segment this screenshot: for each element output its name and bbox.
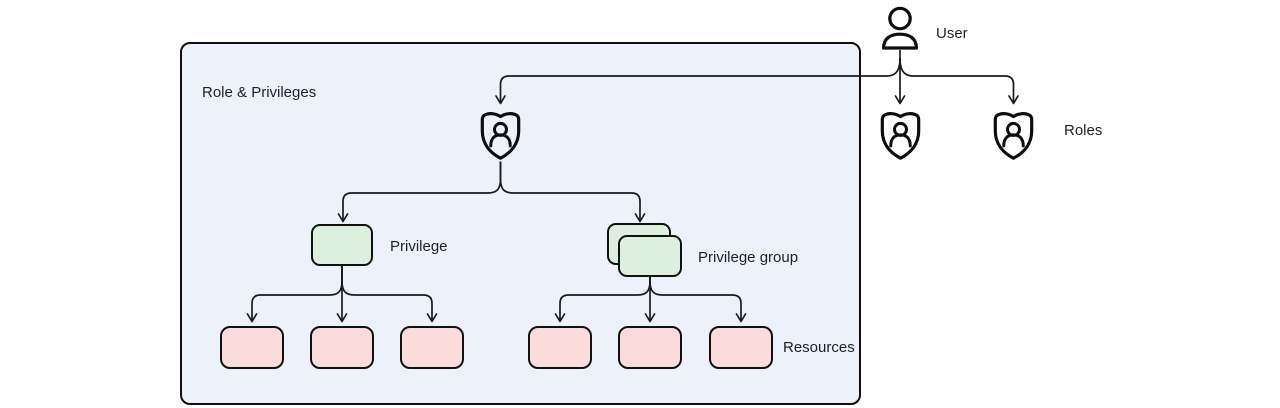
privilege-group-node: Privilege group xyxy=(607,223,798,277)
role-privileges-container: Role & Privileges xyxy=(180,42,861,405)
privilege-label: Privilege xyxy=(390,238,448,255)
resource-box xyxy=(709,326,773,369)
privilege-node: Privilege xyxy=(311,224,448,266)
user-label: User xyxy=(936,25,968,42)
resource-box xyxy=(400,326,464,369)
resources-label: Resources xyxy=(783,339,855,356)
resource-box xyxy=(528,326,592,369)
user-node: User xyxy=(881,6,968,50)
container-title: Role & Privileges xyxy=(202,84,316,101)
resource-box xyxy=(618,326,682,369)
role-shield-icon xyxy=(880,111,921,160)
edges-privilege-to-resources xyxy=(246,266,438,323)
container-box xyxy=(180,42,861,405)
edges-user-to-roles xyxy=(495,50,1019,105)
roles-label: Roles xyxy=(1064,122,1102,139)
edges-shield-to-privileges xyxy=(337,161,646,223)
privilege-group-label: Privilege group xyxy=(698,249,798,266)
resource-nodes: Resources xyxy=(220,326,855,369)
privilege-group-box-front xyxy=(618,235,682,277)
role-shields: Roles xyxy=(480,111,1102,160)
edge-shield-to-privilege xyxy=(337,161,502,223)
role-shield-icon xyxy=(993,111,1034,160)
edge-user-to-right-shield xyxy=(899,57,1019,105)
edges-privilege-group-to-resources xyxy=(554,277,747,323)
user-icon xyxy=(881,6,919,50)
edge-shield-to-privilege-group xyxy=(499,161,646,223)
edge-privilege-to-resource-3 xyxy=(341,266,438,323)
resource-box xyxy=(220,326,284,369)
privilege-box xyxy=(311,224,373,266)
edge-user-to-container-shield xyxy=(495,57,901,105)
resource-box xyxy=(310,326,374,369)
edge-group-to-resource-3 xyxy=(649,277,747,323)
